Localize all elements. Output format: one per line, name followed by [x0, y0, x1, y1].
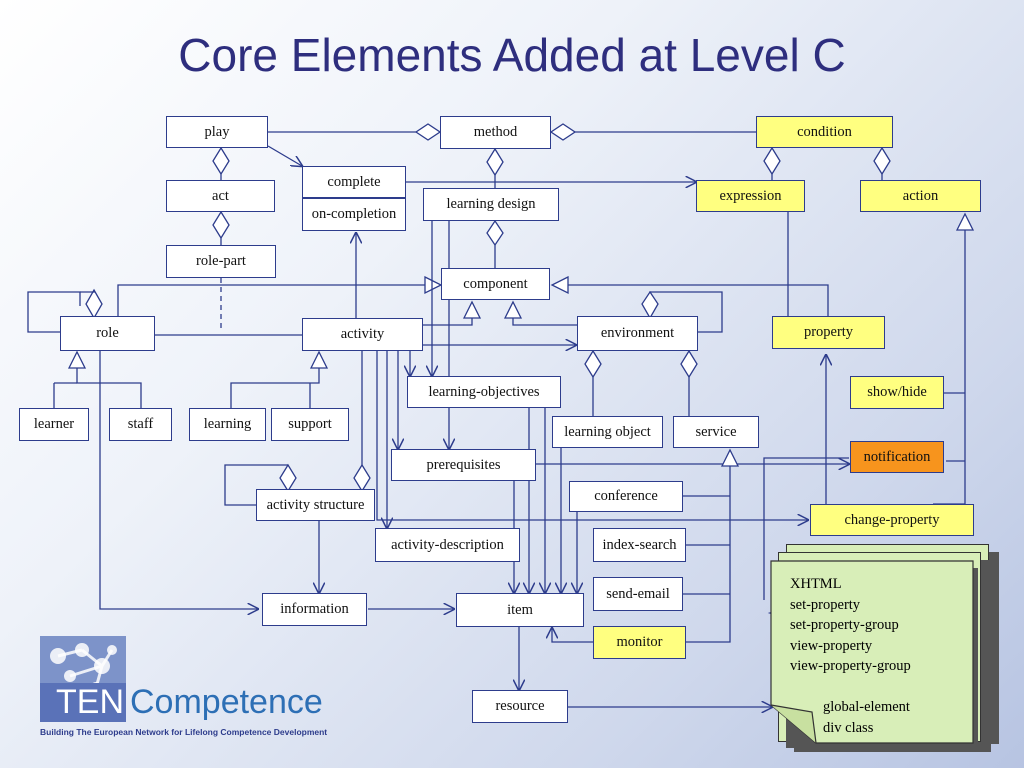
- conference-box[interactable]: conference: [569, 481, 683, 512]
- logo-competence-text: Competence: [130, 683, 323, 721]
- role-part-box[interactable]: role-part: [166, 245, 276, 278]
- act-box[interactable]: act: [166, 180, 275, 212]
- logo-tagline: Building The European Network for Lifelo…: [40, 727, 328, 737]
- support-box[interactable]: support: [271, 408, 349, 441]
- expression-box[interactable]: expression: [696, 180, 805, 212]
- learner-box[interactable]: learner: [19, 408, 89, 441]
- environment-box[interactable]: environment: [577, 316, 698, 351]
- item-box[interactable]: item: [456, 593, 584, 627]
- learning-objectives-box[interactable]: learning-objectives: [407, 376, 561, 408]
- learning-design-box[interactable]: learning design: [423, 188, 559, 221]
- doc-line-view-property: view-property: [790, 637, 873, 654]
- notification-box[interactable]: notification: [850, 441, 944, 473]
- complete-box[interactable]: complete: [302, 166, 406, 198]
- slide-title: Core Elements Added at Level C: [178, 29, 846, 81]
- activity-box[interactable]: activity: [302, 318, 423, 351]
- logo-ten-text: TEN: [56, 683, 124, 721]
- on-completion-box[interactable]: on-completion: [302, 198, 406, 231]
- activity-structure-box[interactable]: activity structure: [256, 489, 375, 521]
- information-box[interactable]: information: [262, 593, 367, 626]
- change-property-box[interactable]: change-property: [810, 504, 974, 536]
- activity-description-box[interactable]: activity-description: [375, 528, 520, 562]
- action-box[interactable]: action: [860, 180, 981, 212]
- role-box[interactable]: role: [60, 316, 155, 351]
- doc-line-div-class: div class: [823, 719, 874, 736]
- doc-line-view-property-group: view-property-group: [790, 658, 911, 674]
- component-box[interactable]: component: [441, 268, 550, 300]
- doc-line-global-element: global-element: [823, 699, 910, 715]
- method-box[interactable]: method: [440, 116, 551, 149]
- doc-line-set-property: set-property: [790, 596, 861, 613]
- prerequisites-box[interactable]: prerequisites: [391, 449, 536, 481]
- property-box[interactable]: property: [772, 316, 885, 349]
- doc-line-set-property-group: set-property-group: [790, 617, 899, 633]
- learning-object-box[interactable]: learning object: [552, 416, 663, 448]
- send-email-box[interactable]: send-email: [593, 577, 683, 611]
- index-search-box[interactable]: index-search: [593, 528, 686, 562]
- learning-box[interactable]: learning: [189, 408, 266, 441]
- monitor-box[interactable]: monitor: [593, 626, 686, 659]
- service-box[interactable]: service: [673, 416, 759, 448]
- doc-line-xhtml: XHTML: [790, 576, 842, 592]
- play-box[interactable]: play: [166, 116, 268, 148]
- resource-box[interactable]: resource: [472, 690, 568, 723]
- show-hide-box[interactable]: show/hide: [850, 376, 944, 409]
- condition-box[interactable]: condition: [756, 116, 893, 148]
- staff-box[interactable]: staff: [109, 408, 172, 441]
